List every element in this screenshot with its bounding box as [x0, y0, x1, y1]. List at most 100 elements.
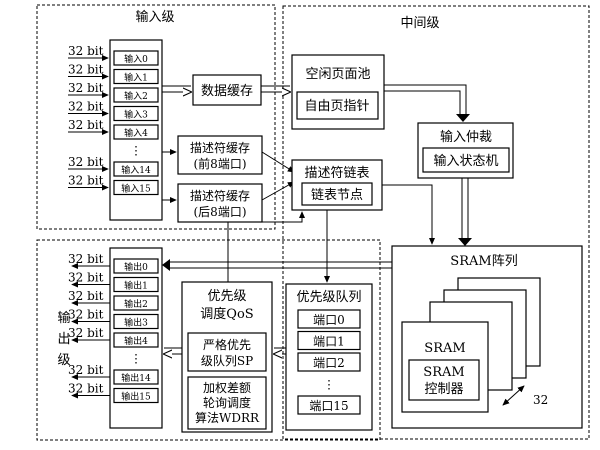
input-state-machine-label: 输入状态机 — [433, 153, 498, 169]
input-state-machine-box — [422, 147, 510, 173]
input-port-label: 输入3 — [124, 109, 148, 121]
output-stage-title-2: 出 — [57, 332, 70, 347]
sram-array-label: SRAM阵列 — [450, 254, 517, 269]
list-to-sram-arrow — [382, 184, 436, 245]
qos-to-list-arrow — [227, 211, 306, 282]
queue-port-label: 端口0 — [313, 313, 345, 327]
queue-port-cell — [297, 352, 361, 372]
strict-priority-line1: 严格优先 — [203, 337, 251, 352]
output-stage-title-3: 级 — [57, 353, 70, 368]
input-port-cell — [113, 50, 159, 66]
input-bus-width-label: 32 bit — [68, 118, 104, 132]
free-page-pointer-box — [296, 91, 379, 120]
descriptor-buffer-back-line2: (后8端口) — [194, 205, 247, 219]
descriptor-buffer-back-line1: 描述符缓存 — [190, 188, 250, 203]
desc-front-to-list-arrow — [261, 151, 295, 173]
input-port-label: 输入1 — [124, 72, 148, 84]
output-port-label: 输出4 — [124, 335, 148, 347]
input-port-label: 输入4 — [124, 127, 148, 139]
input-bus-width-label: 32 bit — [68, 63, 104, 77]
queue-port-label: 端口1 — [313, 335, 345, 349]
output-port-cell — [113, 332, 159, 348]
pool-to-arbiter-arrowhead — [456, 114, 470, 122]
input-port-label: 输入2 — [124, 90, 148, 102]
input-port-cell — [113, 87, 159, 103]
data-buffer-label: 数据缓存 — [201, 84, 253, 99]
wdrr-line3: 算法WDRR — [195, 410, 260, 425]
input-stage-title: 输入级 — [135, 9, 174, 25]
priority-queue-label: 优先级队列 — [296, 290, 361, 305]
descriptor-buffer-back-box — [177, 183, 263, 223]
desc-back-to-list-arrow — [261, 181, 295, 201]
output-stage-frame — [36, 239, 381, 441]
free-page-pool-label: 空闲页面池 — [305, 67, 370, 82]
sram-count-arrow — [502, 385, 525, 406]
data-buffer-box — [192, 74, 262, 106]
input-bus-width-label: 32 bit — [68, 174, 104, 188]
sram-controller-line2: 控制器 — [424, 382, 463, 397]
input-port-cell — [113, 105, 159, 122]
output-port-label: 输出3 — [124, 317, 148, 329]
queue-port-cell — [297, 395, 361, 415]
output-port-cell — [113, 313, 159, 330]
descriptor-buffer-front-box — [177, 135, 263, 175]
output-port-cell — [113, 369, 159, 385]
input-bus-width-label: 32 bit — [68, 155, 104, 169]
pool-to-arbiter-line-b — [384, 90, 461, 114]
arbiter-to-sram-arrowhead — [458, 238, 472, 246]
middle-stage-title: 中间级 — [400, 16, 439, 31]
input-port-label: 输入15 — [121, 183, 151, 195]
descriptor-buffer-front-line1: 描述符缓存 — [190, 140, 250, 155]
strict-priority-box — [187, 332, 267, 372]
input-stage-frame — [36, 4, 276, 230]
sram-unit-label: SRAM — [424, 341, 465, 356]
input-bus-width-label: 32 bit — [68, 100, 104, 114]
sram-controller-box — [408, 359, 480, 401]
output-port-label: 输出1 — [124, 280, 148, 292]
input-port-cell — [113, 124, 159, 140]
descriptor-buffer-front-line2: (前8端口) — [194, 156, 247, 171]
output-port-cell — [113, 295, 159, 311]
list-node-label: 链表节点 — [311, 188, 363, 203]
output-bus-width-label: 32 bit — [68, 363, 104, 377]
wdrr-box — [187, 376, 267, 430]
list-node-box — [301, 182, 373, 206]
input-bus-width-label: 32 bit — [68, 81, 104, 95]
priority-scheduler-line2: 调度QoS — [200, 306, 253, 322]
input-bus-width-label: 32 bit — [68, 44, 104, 58]
free-page-pointer-label: 自由页指针 — [304, 99, 369, 114]
input-port-label: 输入14 — [121, 164, 151, 176]
output-port-cell — [113, 387, 159, 404]
output-stage-title-1: 输 — [57, 310, 70, 326]
output-port-cell — [113, 258, 159, 274]
strict-priority-line2: 级队列SP — [201, 353, 253, 368]
output-bus-width-label: 32 bit — [68, 271, 104, 285]
output-bus-width-label: 32 bit — [68, 382, 104, 396]
input-port-cell — [113, 179, 159, 196]
input-arbiter-label: 输入仲裁 — [440, 129, 492, 145]
wdrr-line2: 轮询调度 — [203, 395, 251, 410]
sram-count-label: 32 — [533, 393, 548, 407]
input-port-label: 输入0 — [124, 53, 148, 65]
input-port-label: ⋮ — [130, 144, 142, 158]
output-port-label: 输出15 — [121, 391, 151, 403]
queue-port-label: 端口15 — [309, 399, 348, 413]
sram-to-output-arrowhead — [162, 259, 170, 271]
output-bus-width-label: 32 bit — [68, 252, 104, 266]
output-bus-width-label: 32 bit — [68, 289, 104, 303]
queue-port-cell — [297, 309, 361, 329]
output-bus-width-label: 32 bit — [68, 308, 104, 322]
output-port-label: 输出2 — [124, 298, 148, 310]
priority-scheduler-line1: 优先级 — [207, 289, 246, 304]
output-port-label: 输出14 — [121, 372, 151, 384]
input-port-cell — [113, 68, 159, 85]
output-port-label: 输出0 — [124, 261, 148, 273]
pool-to-arbiter-line-a — [384, 84, 467, 114]
queue-port-cell — [297, 330, 361, 351]
output-port-cell — [113, 276, 159, 293]
descriptor-list-label: 描述符链表 — [304, 165, 369, 181]
sram-controller-line1: SRAM — [423, 365, 464, 380]
wdrr-line1: 加权差额 — [203, 381, 251, 395]
input-port-cell — [113, 161, 159, 177]
